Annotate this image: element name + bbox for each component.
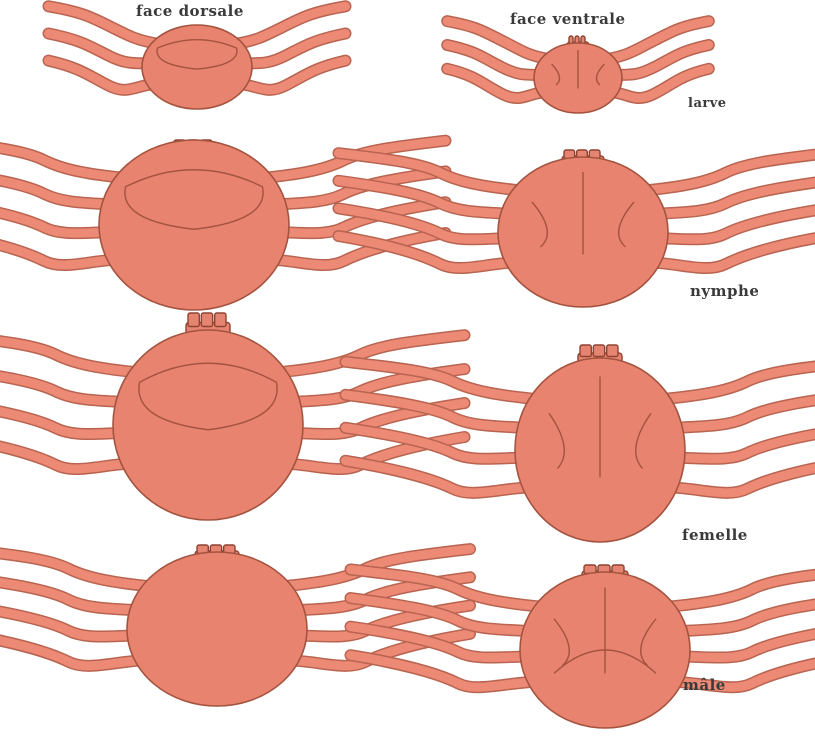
idiosoma xyxy=(99,140,289,310)
tick-mâle-dorsal xyxy=(0,545,470,706)
tick-larve-dorsal xyxy=(49,6,346,109)
idiosoma xyxy=(113,330,303,520)
palp xyxy=(188,313,199,327)
tick-larve-ventral xyxy=(447,21,709,113)
idiosoma xyxy=(142,25,252,109)
label-nymphe: nymphe xyxy=(690,282,759,300)
leg xyxy=(0,335,142,373)
tick-femelle-ventral xyxy=(346,345,815,542)
palp xyxy=(580,345,591,357)
idiosoma xyxy=(127,552,307,706)
leg xyxy=(346,461,541,493)
label-face-ventrale: face ventrale xyxy=(510,10,626,28)
label-femelle: femelle xyxy=(682,526,748,544)
label-face-dorsale: face dorsale xyxy=(136,2,244,20)
tick-femelle-dorsal xyxy=(0,313,465,520)
label-male: mâle xyxy=(683,676,726,694)
label-larve: larve xyxy=(688,96,727,111)
palp xyxy=(607,345,618,357)
palp xyxy=(593,345,604,357)
tick-nymphe-dorsal xyxy=(0,140,446,310)
palp xyxy=(201,313,212,327)
palp xyxy=(215,313,226,327)
